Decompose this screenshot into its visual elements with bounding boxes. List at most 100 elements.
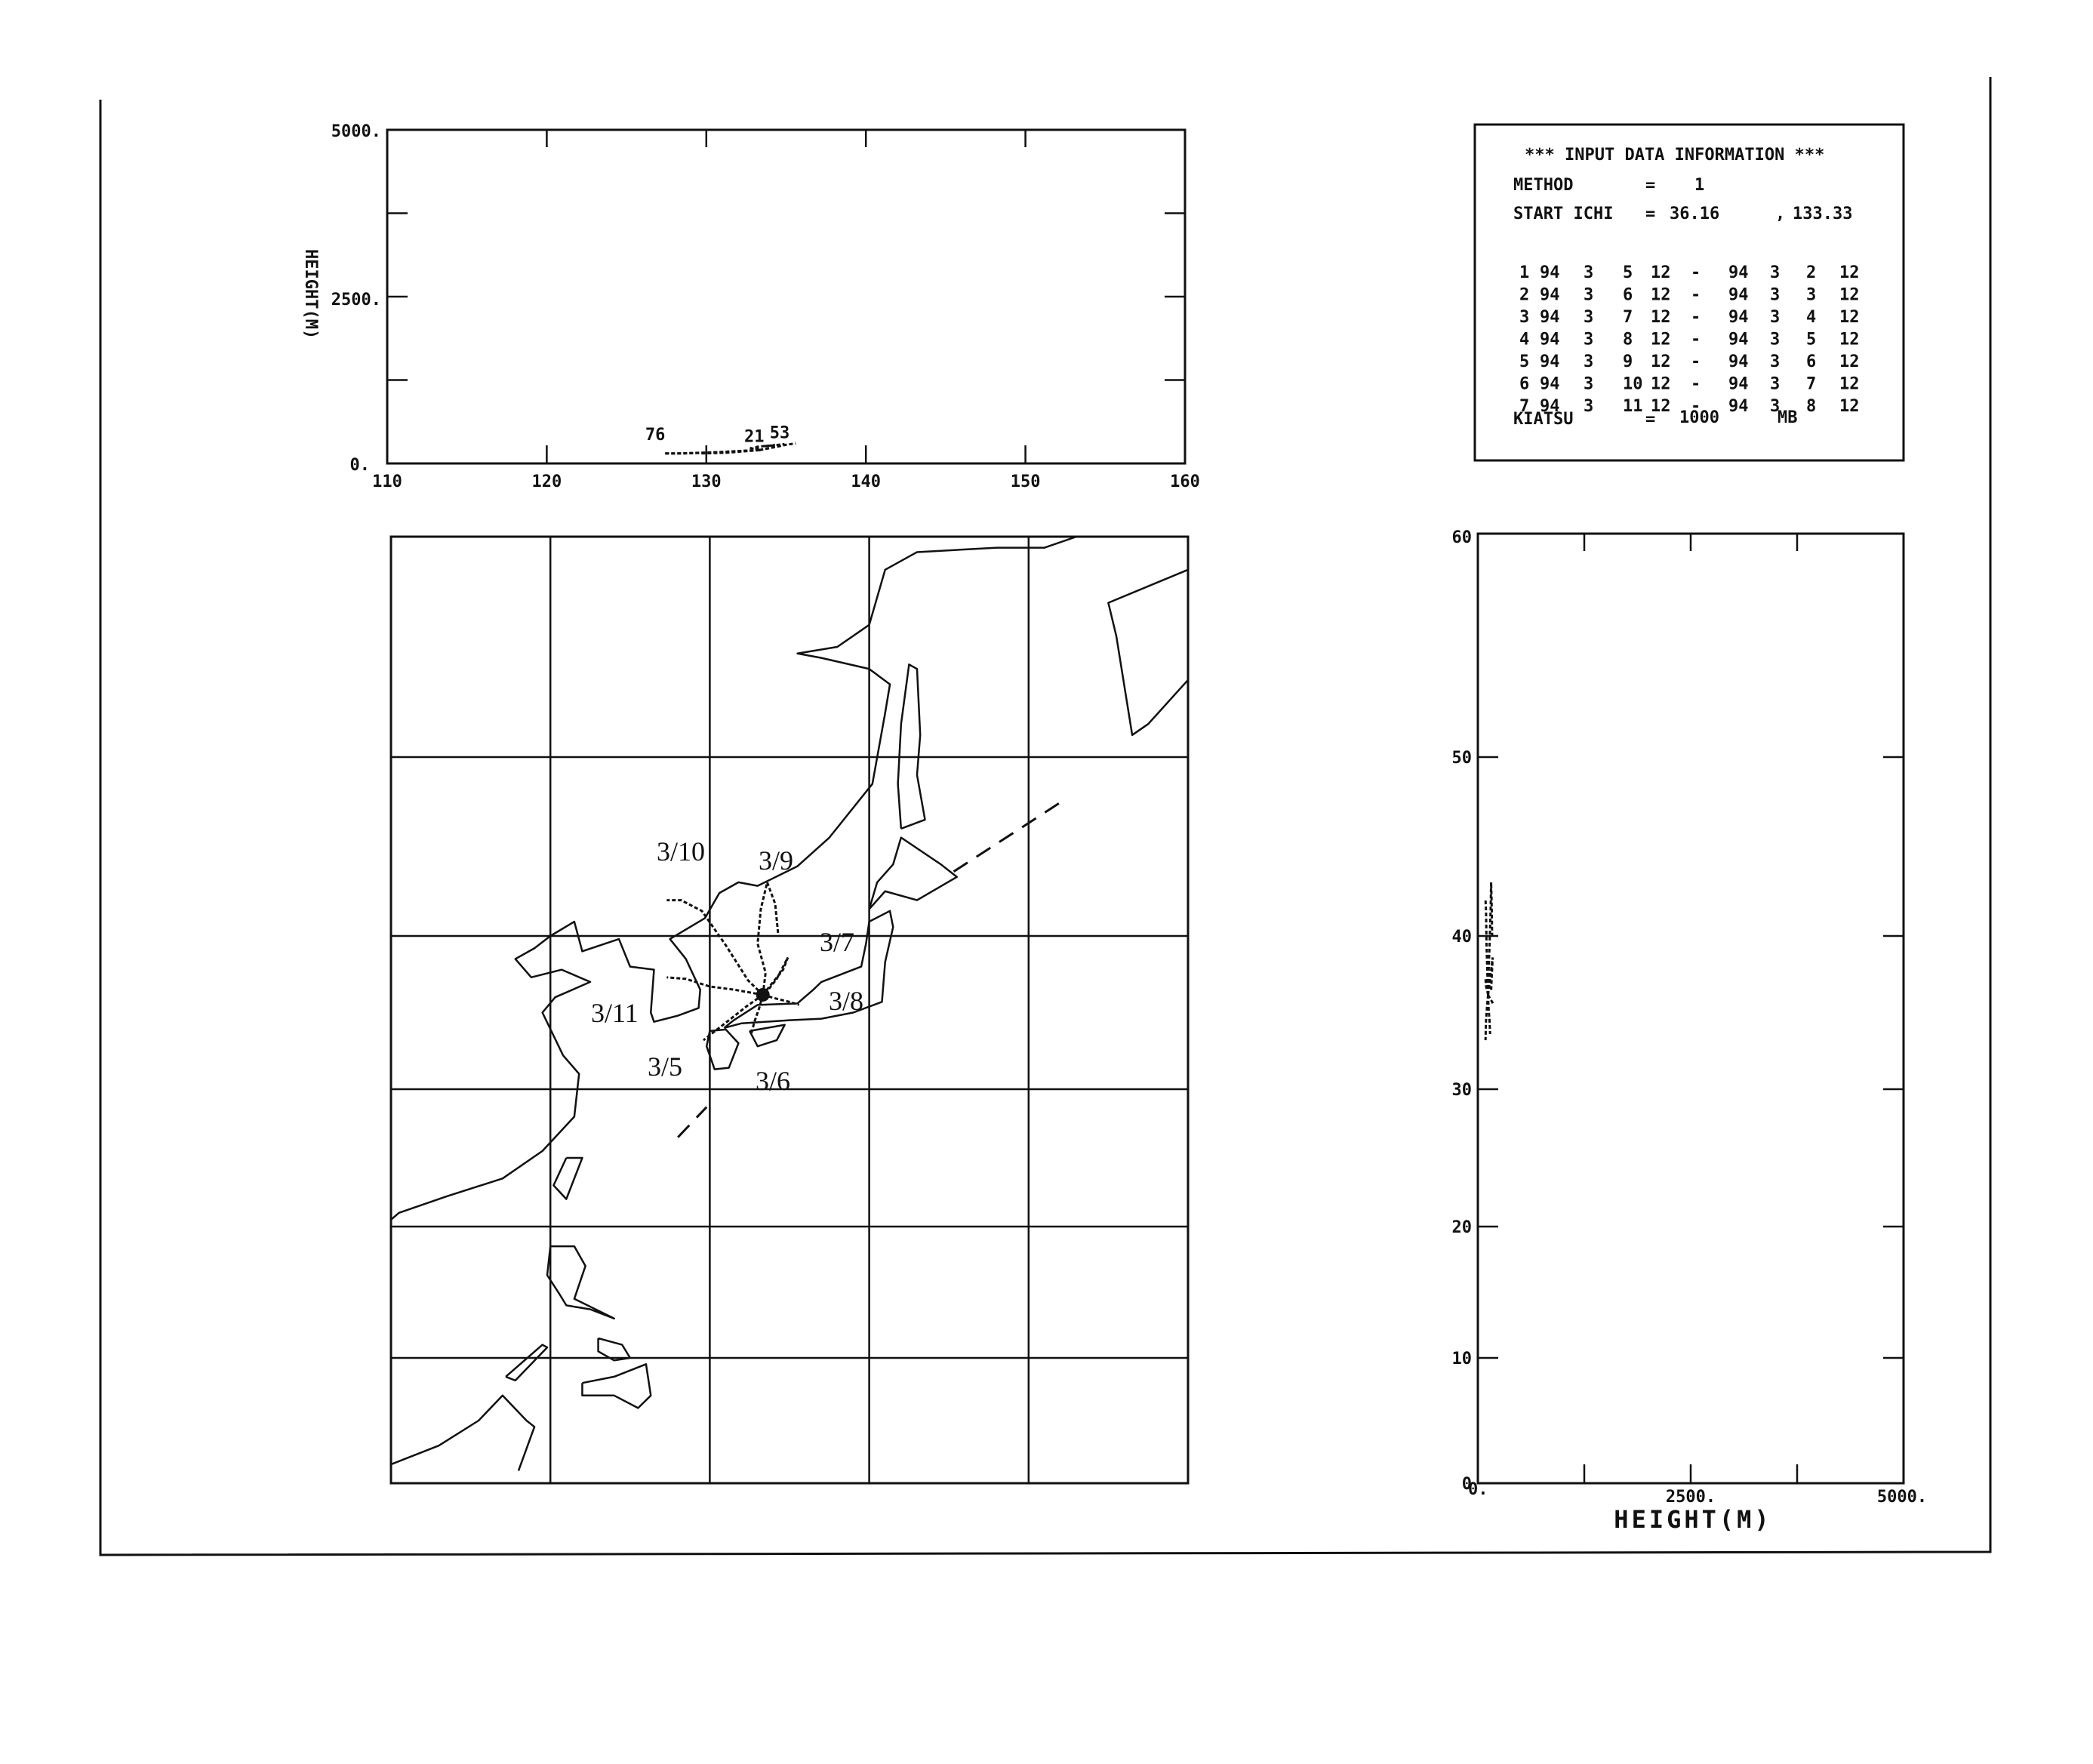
map-coastlines [390,535,1189,1471]
traj-label-3-9: 3/9 [759,845,793,876]
top-y-tick-2500: 2500. [331,291,381,309]
top-end-label: 76 [645,426,666,445]
map-frame [389,535,1190,1485]
right-y-tick-label: 50 [1452,749,1473,768]
method-value: 1 [1694,176,1704,195]
info-cell: 12 [1839,263,1860,282]
map-trajectory-7 [666,976,763,996]
right-y-tick-label: 40 [1452,928,1473,947]
info-cell: 94 [1728,308,1749,327]
info-cell: 5 [1806,331,1816,349]
info-cell: 3 [1584,286,1593,305]
start-label: START ICHI [1513,205,1613,223]
info-cell: 7 [1806,375,1816,394]
map-grid [391,537,1188,1483]
top-x-tick-label: 110 [372,473,402,491]
top-x-tick-label: 130 [691,473,722,491]
info-cell: 3 [1770,263,1780,282]
map-trajectory-2 [749,994,765,1035]
info-cell: 94 [1540,286,1560,305]
start-eq: = [1645,205,1655,223]
info-cell: 12 [1651,286,1671,305]
top-y-tick-5000: 5000. [331,122,381,141]
kiatsu-unit: MB [1778,408,1798,427]
info-cell: - [1691,331,1701,349]
info-cell: 94 [1540,352,1560,371]
right-chart-xlabel: HEIGHT(M) [1614,1505,1771,1534]
top-end-label: 53 [770,423,790,442]
map-trajectory-6 [666,899,764,996]
info-cell: 12 [1651,263,1671,282]
info-cell: 8 [1806,397,1816,416]
top-end-label: 21 [744,428,765,447]
traj-label-3-8: 3/8 [829,986,863,1016]
right-y-tick-label: 0 [1462,1475,1472,1494]
info-cell: 12 [1839,331,1860,349]
traj-label-3-11: 3/11 [591,998,639,1028]
info-cell: 12 [1651,375,1671,394]
info-cell: 3 [1584,331,1593,349]
info-cell: 6 [1519,375,1529,394]
traj-label-3-5: 3/5 [648,1051,682,1082]
info-cell: 10 [1623,375,1643,394]
info-cell: 7 [1519,397,1529,416]
info-cell: 4 [1519,331,1529,349]
start-point-marker [756,987,770,1002]
right-trajectory-7 [1484,977,1490,996]
top-trajectory-5 [749,443,776,451]
info-cell: 94 [1540,375,1560,394]
info-cell: 3 [1770,331,1780,349]
right-x-tick-0: 0. [1468,1480,1488,1499]
right-y-tick-label: 10 [1452,1350,1473,1368]
info-cell: - [1691,375,1701,394]
map-trajectory-1 [703,993,764,1042]
right-y-tick-label: 20 [1452,1218,1473,1237]
map-dashed-line [677,1106,708,1138]
info-cell: 6 [1806,352,1816,371]
info-cell: 12 [1839,352,1860,371]
info-cell: 2 [1806,263,1816,282]
info-box-frame [1473,123,1905,462]
right-x-tick-2500: 2500. [1666,1488,1716,1507]
info-cell: 8 [1623,331,1633,349]
info-cell: 7 [1623,308,1633,327]
top-chart-ylabel: HEIGHT(M) [301,249,320,339]
info-cell: 5 [1519,352,1529,371]
right-chart-axes [1476,532,1905,1485]
info-cell: 94 [1728,286,1749,305]
info-cell: 4 [1806,308,1816,327]
info-cell: 3 [1770,375,1780,394]
right-trajectory-6 [1484,900,1490,996]
right-trajectory-5 [1487,882,1494,995]
info-cell: - [1691,286,1701,305]
coastline-borneo [390,1394,536,1471]
kiatsu-value: 1000 [1679,408,1719,427]
coastline-honshu [723,910,894,1030]
info-cell: 3 [1770,286,1780,305]
info-cell: - [1691,352,1701,371]
kiatsu-label: KIATSU [1513,410,1573,429]
top-trajectory-4 [759,442,796,451]
right-y-tick-label: 60 [1452,528,1473,547]
coastline-taiwan [552,1156,583,1200]
info-cell: 3 [1584,263,1593,282]
info-cell: 3 [1770,308,1780,327]
coastline-shikoku [749,1024,786,1048]
coastline-luzon [546,1245,615,1320]
map-trajectories [666,797,1068,1138]
right-trajectory-2 [1487,994,1491,1034]
info-cell: 94 [1728,263,1749,282]
coastline-hokkaido [868,836,959,910]
traj-label-3-6: 3/6 [756,1066,790,1096]
right-trajectory-1 [1484,994,1490,1041]
info-cell: - [1691,397,1701,416]
